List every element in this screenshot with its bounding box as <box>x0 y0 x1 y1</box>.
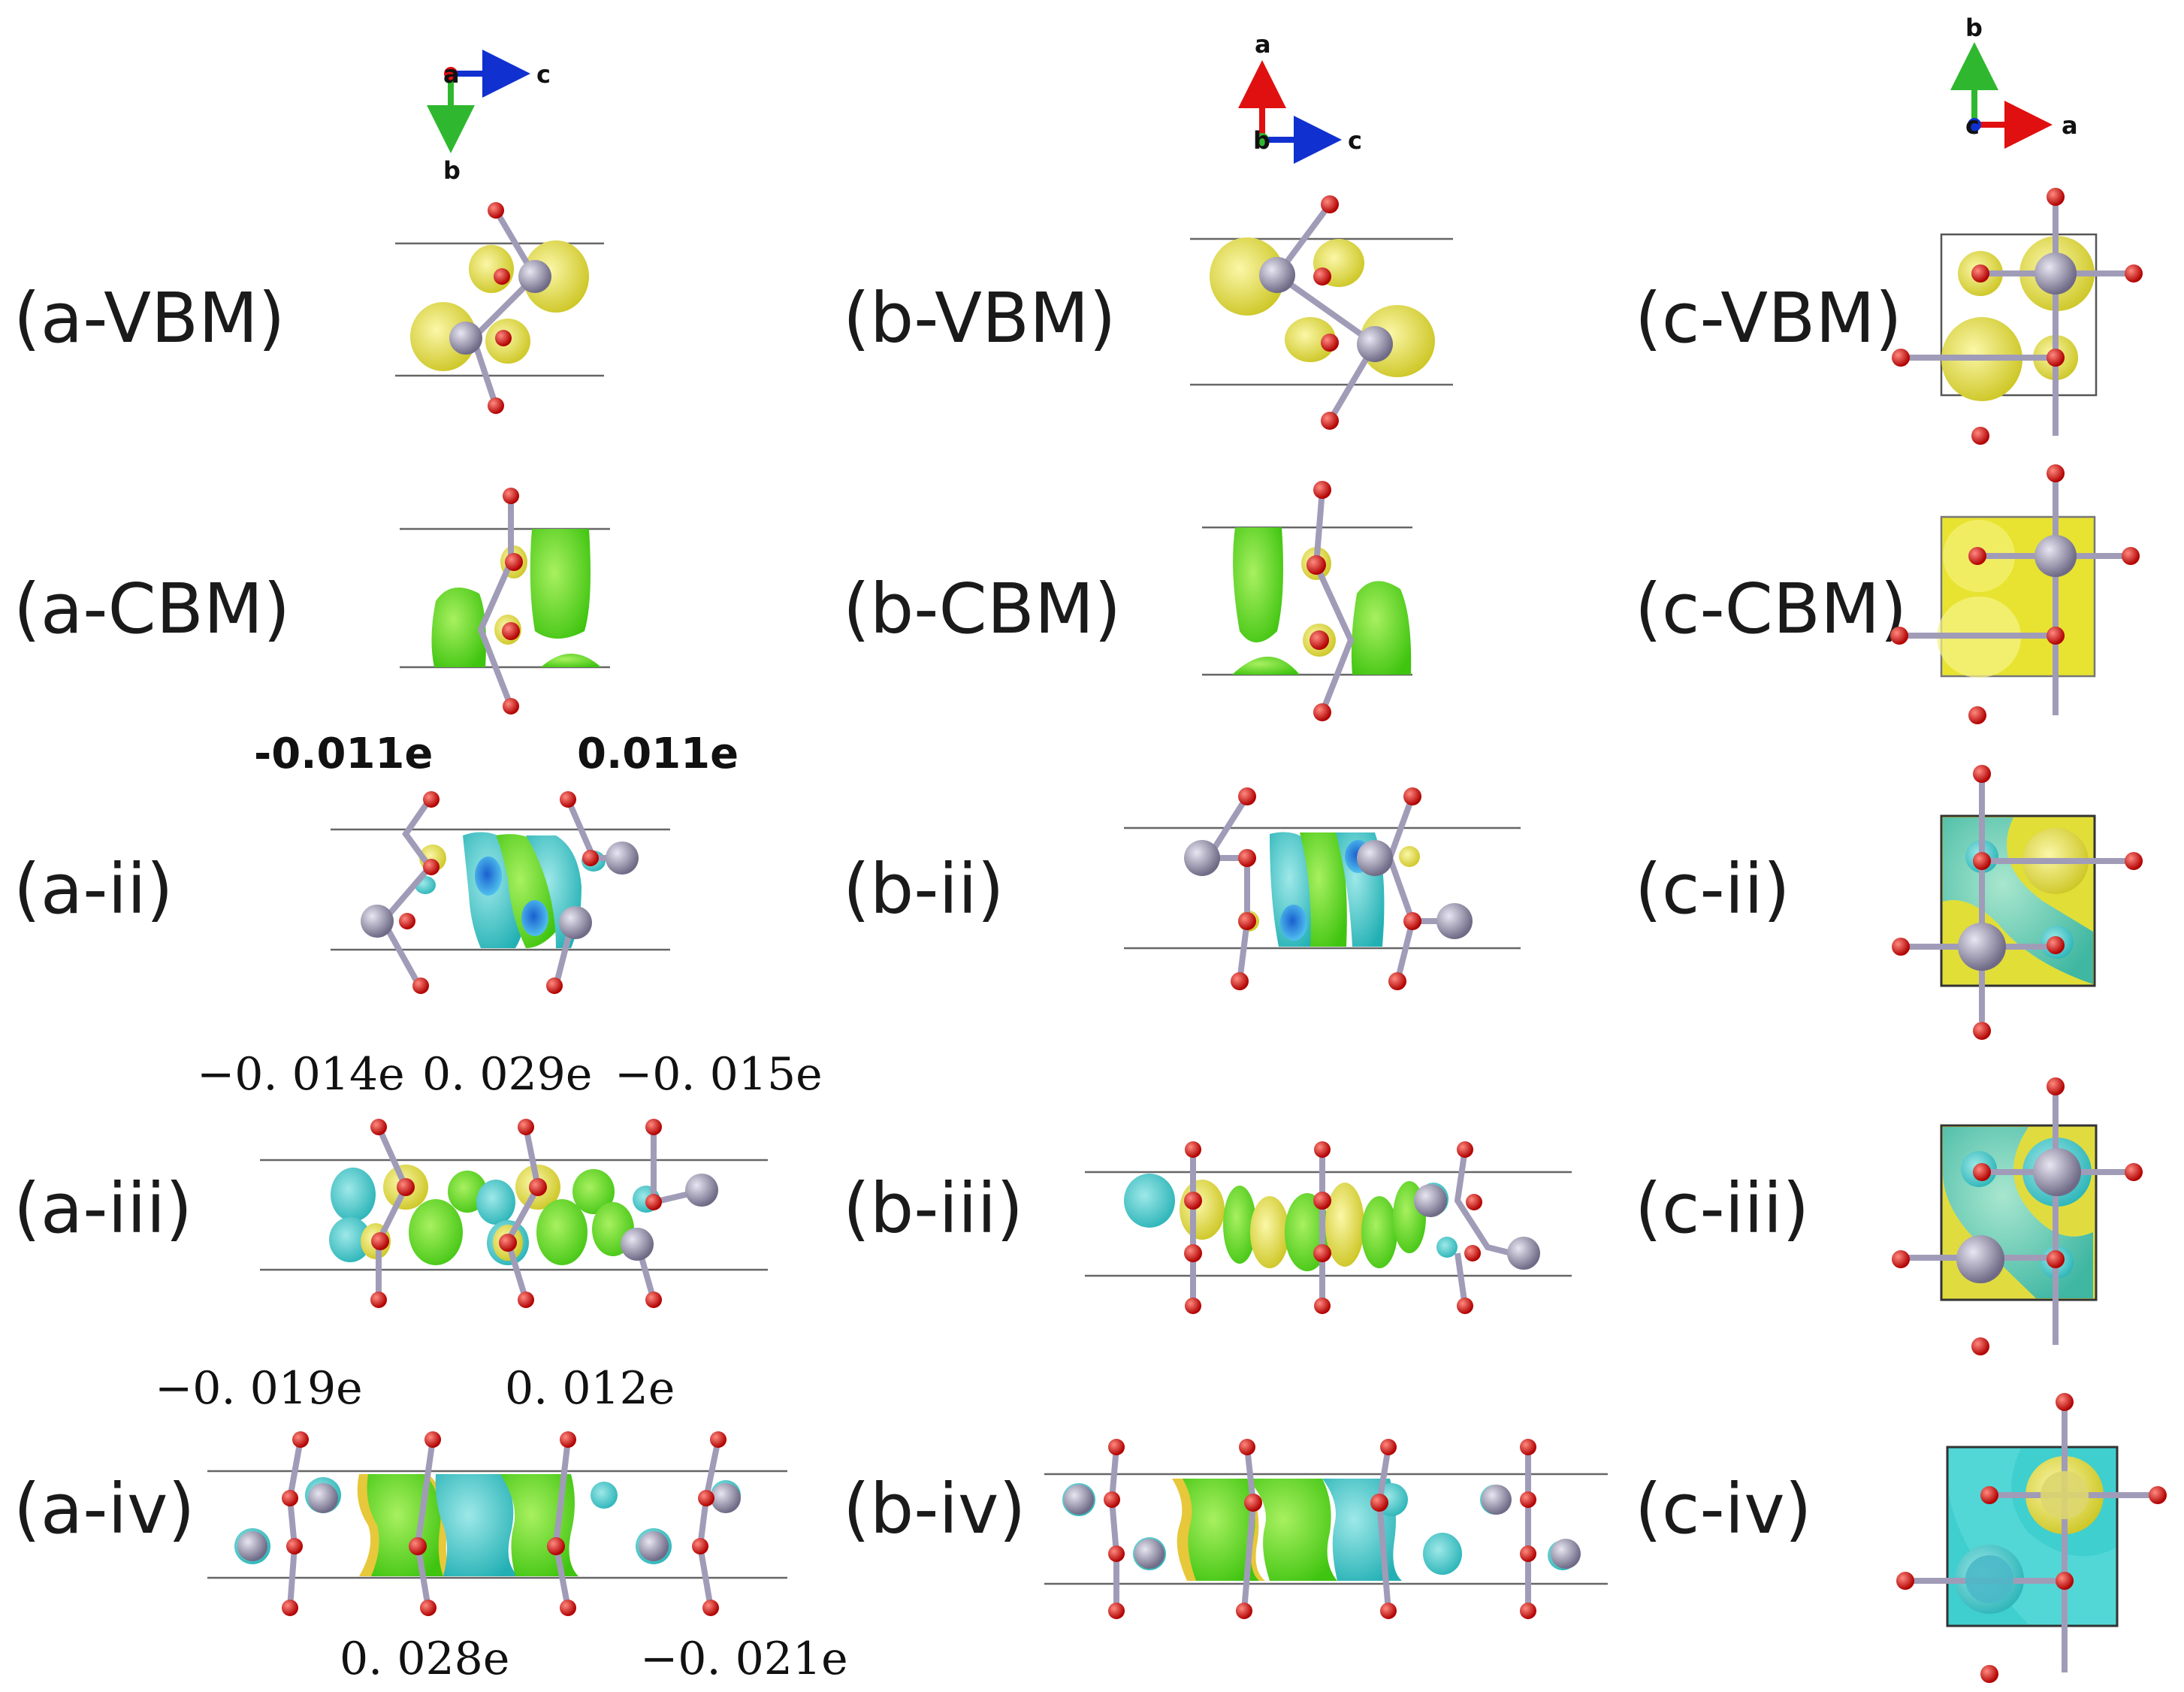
panel-b-iv <box>1044 1439 1608 1619</box>
axis-label-c: c <box>1965 111 1980 140</box>
charge-iii-left: −0. 014e <box>197 1048 405 1101</box>
label-c-iv: (c-iv) <box>1635 1469 1812 1549</box>
label-b-iii: (b-iii) <box>843 1168 1023 1249</box>
axes-col-a: a c b <box>427 50 551 185</box>
axis-label-a: a <box>2062 111 2078 140</box>
panel-c-cbm <box>1890 464 2140 724</box>
panel-a-iv <box>207 1431 787 1616</box>
panel-b-ii <box>1124 787 1521 990</box>
axes-col-c: b c a <box>1950 14 2078 149</box>
charge-ii-left: -0.011e <box>254 730 433 778</box>
label-c-iii: (c-iii) <box>1635 1168 1809 1249</box>
label-c-ii: (c-ii) <box>1635 849 1790 929</box>
charge-iii-right: −0. 015e <box>615 1048 823 1101</box>
charge-ii-right: 0.011e <box>577 730 739 778</box>
panel-a-cbm <box>400 488 610 715</box>
axes-col-b: a b c <box>1238 30 1362 164</box>
axis-label-b: b <box>443 156 461 185</box>
panel-b-vbm <box>1190 195 1453 430</box>
label-c-cbm: (c-CBM) <box>1635 569 1907 649</box>
panel-c-iii <box>1892 1077 2143 1355</box>
label-c-vbm: (c-VBM) <box>1635 278 1902 358</box>
charge-iv-top-left: −0. 019e <box>155 1362 363 1415</box>
label-a-iv: (a-iv) <box>14 1469 195 1549</box>
label-a-iii: (a-iii) <box>14 1168 192 1249</box>
panel-c-vbm <box>1892 188 2143 445</box>
label-b-iv: (b-iv) <box>843 1469 1026 1549</box>
label-b-vbm: (b-VBM) <box>843 278 1116 358</box>
panel-labels: (a-VBM) (b-VBM) (c-VBM) (a-CBM) (b-CBM) … <box>14 278 1907 1549</box>
axis-label-c: c <box>1348 126 1362 155</box>
axis-label-a: a <box>1255 30 1271 59</box>
label-a-vbm: (a-VBM) <box>14 278 285 358</box>
charge-iii-mid: 0. 029e <box>422 1048 592 1101</box>
label-a-cbm: (a-CBM) <box>14 569 290 649</box>
panel-c-iv <box>1896 1393 2167 1683</box>
panel-b-cbm <box>1202 481 1412 721</box>
panel-c-ii <box>1892 765 2143 1040</box>
label-b-cbm: (b-CBM) <box>843 569 1121 649</box>
label-a-ii: (a-ii) <box>14 849 173 929</box>
panel-a-iii <box>260 1119 768 1308</box>
panel-b-iii <box>1085 1141 1572 1314</box>
label-b-ii: (b-ii) <box>843 849 1004 929</box>
axis-label-b: b <box>1965 14 1983 42</box>
panel-a-ii <box>331 791 670 994</box>
panel-a-vbm <box>395 202 604 414</box>
axis-label-b: b <box>1253 126 1270 155</box>
charge-labels: -0.011e 0.011e −0. 014e 0. 029e −0. 015e… <box>155 730 848 1685</box>
charge-iv-top-mid: 0. 012e <box>505 1362 675 1415</box>
charge-iv-bot-right: −0. 021e <box>640 1633 848 1685</box>
charge-iv-bot-mid: 0. 028e <box>340 1633 509 1685</box>
axis-label-c: c <box>536 60 551 89</box>
axis-label-a: a <box>443 60 460 89</box>
